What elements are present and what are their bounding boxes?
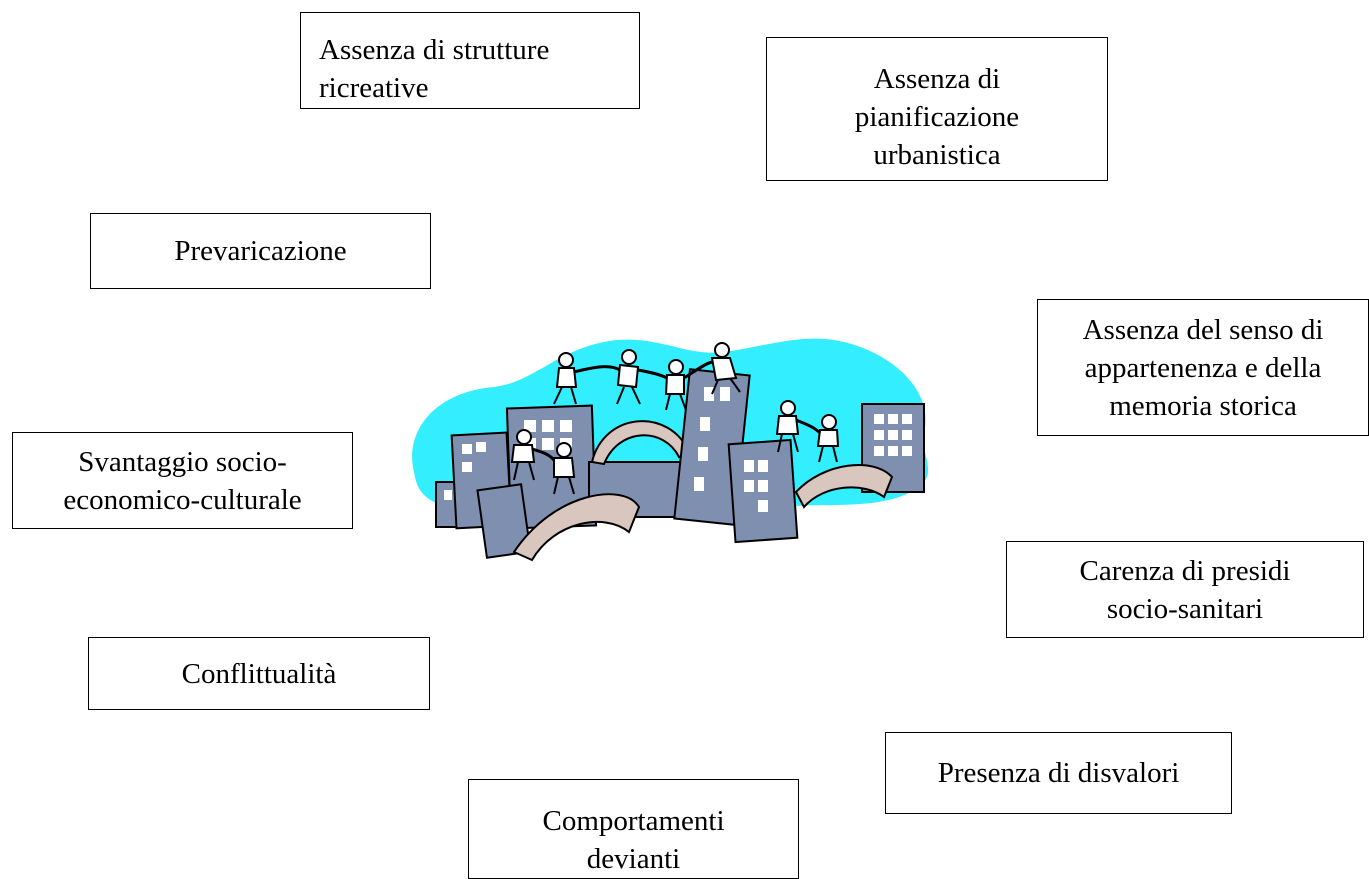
box-comportamenti-devianti: Comportamenti devianti	[468, 779, 799, 879]
box-label: Assenza di pianificazione urbanistica	[854, 63, 1020, 171]
box-label: Svantaggio socio- economico-culturale	[63, 445, 302, 516]
box-label: Presenza di disvalori	[937, 757, 1180, 789]
box-label: Prevaricazione	[174, 235, 347, 267]
box-label: Conflittualità	[181, 657, 337, 690]
box-assenza-senso-appartenenza: Assenza del senso di appartenenza e dell…	[1037, 299, 1369, 436]
box-label: Comportamenti devianti	[542, 805, 725, 875]
box-label: Assenza del senso di appartenenza e dell…	[1082, 313, 1324, 422]
city-people-clipart-icon	[412, 338, 929, 562]
box-assenza-strutture-ricreative: Assenza di strutture ricreative	[300, 12, 640, 109]
box-prevaricazione: Prevaricazione	[90, 213, 431, 289]
box-carenza-presidi-socio-sanitari: Carenza di presidi socio-sanitari	[1006, 541, 1364, 638]
box-conflittualita: Conflittualità	[88, 637, 430, 710]
box-label: Carenza di presidi socio-sanitari	[1079, 554, 1291, 625]
box-assenza-pianificazione-urbanistica: Assenza di pianificazione urbanistica	[766, 37, 1108, 181]
box-svantaggio-socio-economico-culturale: Svantaggio socio- economico-culturale	[12, 432, 353, 529]
box-label: Assenza di strutture ricreative	[319, 34, 550, 104]
box-presenza-disvalori: Presenza di disvalori	[885, 732, 1232, 814]
